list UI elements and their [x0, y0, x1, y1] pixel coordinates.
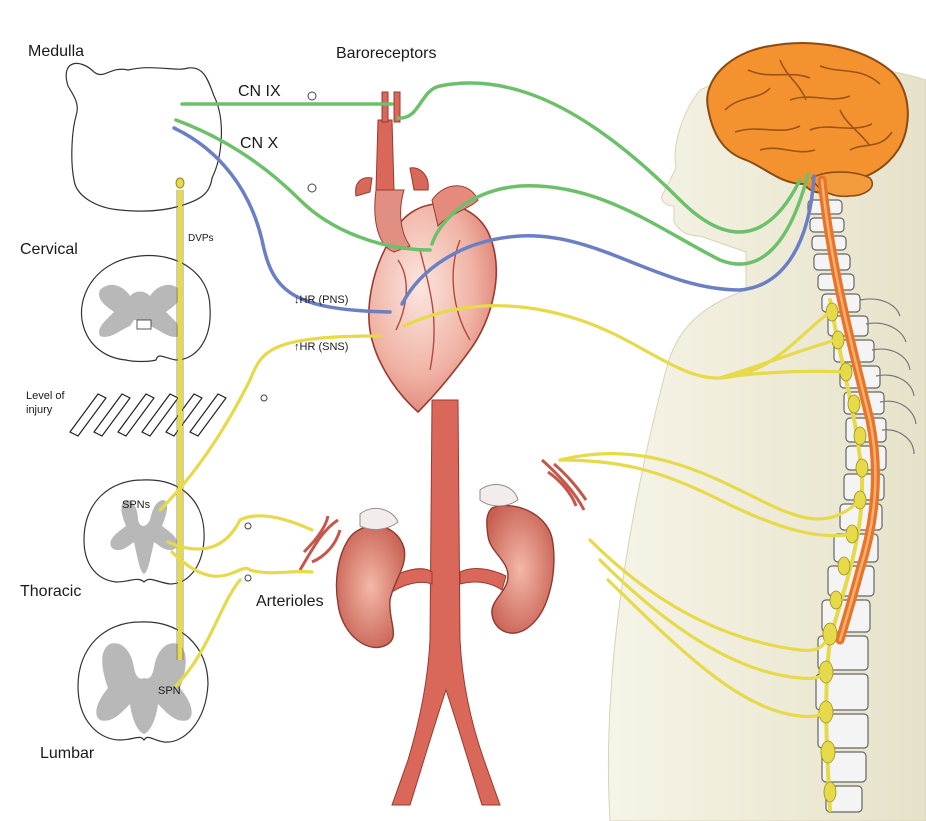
medulla-nucleus — [176, 178, 184, 188]
cervical-canal — [137, 320, 151, 329]
label-dvps: DVPs — [188, 234, 214, 244]
synapse-markers — [245, 92, 316, 581]
label-level-of-injury: Level of injury — [26, 390, 76, 418]
label-cn-ix: CN IX — [238, 84, 281, 100]
label-spns: SPNs — [122, 500, 150, 511]
label-hr-pns: ↓HR (PNS) — [294, 295, 348, 306]
label-cervical: Cervical — [20, 242, 78, 258]
label-cn-x: CN X — [240, 136, 278, 152]
injury-bars — [70, 394, 226, 436]
label-arterioles: Arterioles — [256, 594, 324, 610]
label-medulla: Medulla — [28, 44, 84, 60]
label-spn: SPN — [158, 686, 181, 697]
label-lumbar: Lumbar — [40, 746, 94, 762]
label-hr-sns: ↑HR (SNS) — [294, 342, 348, 353]
label-baroreceptors: Baroreceptors — [336, 46, 437, 62]
medulla-section — [66, 63, 221, 211]
label-thoracic: Thoracic — [20, 584, 81, 600]
